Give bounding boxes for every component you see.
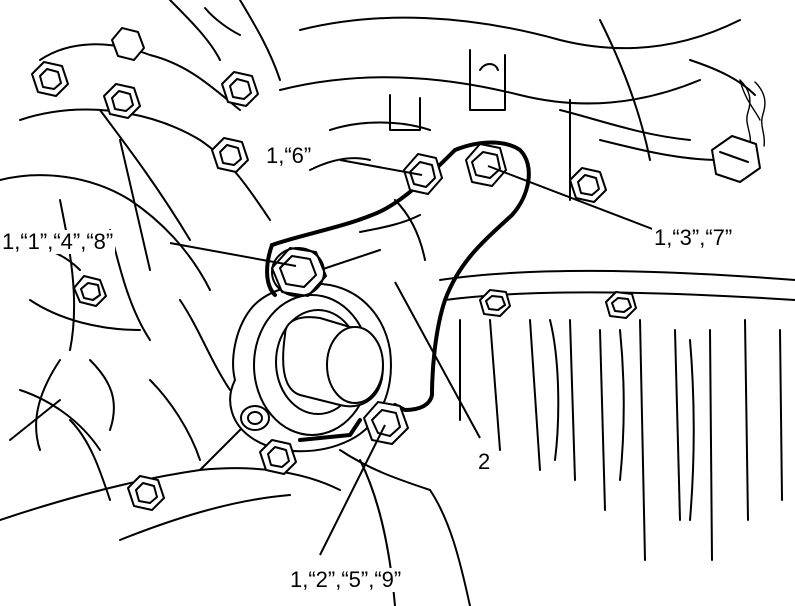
callout-bolt-1-4-8: 1,“1”,“4”,“8” (0, 229, 116, 254)
bolt-6 (403, 153, 443, 195)
callout-bracket: 2 (476, 449, 493, 474)
drive-shaft-flange (229, 282, 392, 453)
wire-harness-connector (711, 79, 766, 183)
callout-bolt-6: 1,“6” (264, 143, 314, 168)
background-bolts (31, 27, 637, 511)
bearing-bracket (265, 140, 531, 442)
callout-bolt-3-7: 1,“3”,“7” (652, 225, 735, 250)
oil-pan (439, 270, 795, 561)
engine-block-top (279, 16, 761, 201)
bolt-2-5-9 (363, 401, 409, 445)
callout-bolt-2-5-9: 1,“2”,“5”,“9” (288, 567, 404, 592)
bolt-3-7 (465, 143, 507, 187)
bolt-1-4-8 (271, 247, 327, 297)
leader-lines (169, 159, 656, 556)
